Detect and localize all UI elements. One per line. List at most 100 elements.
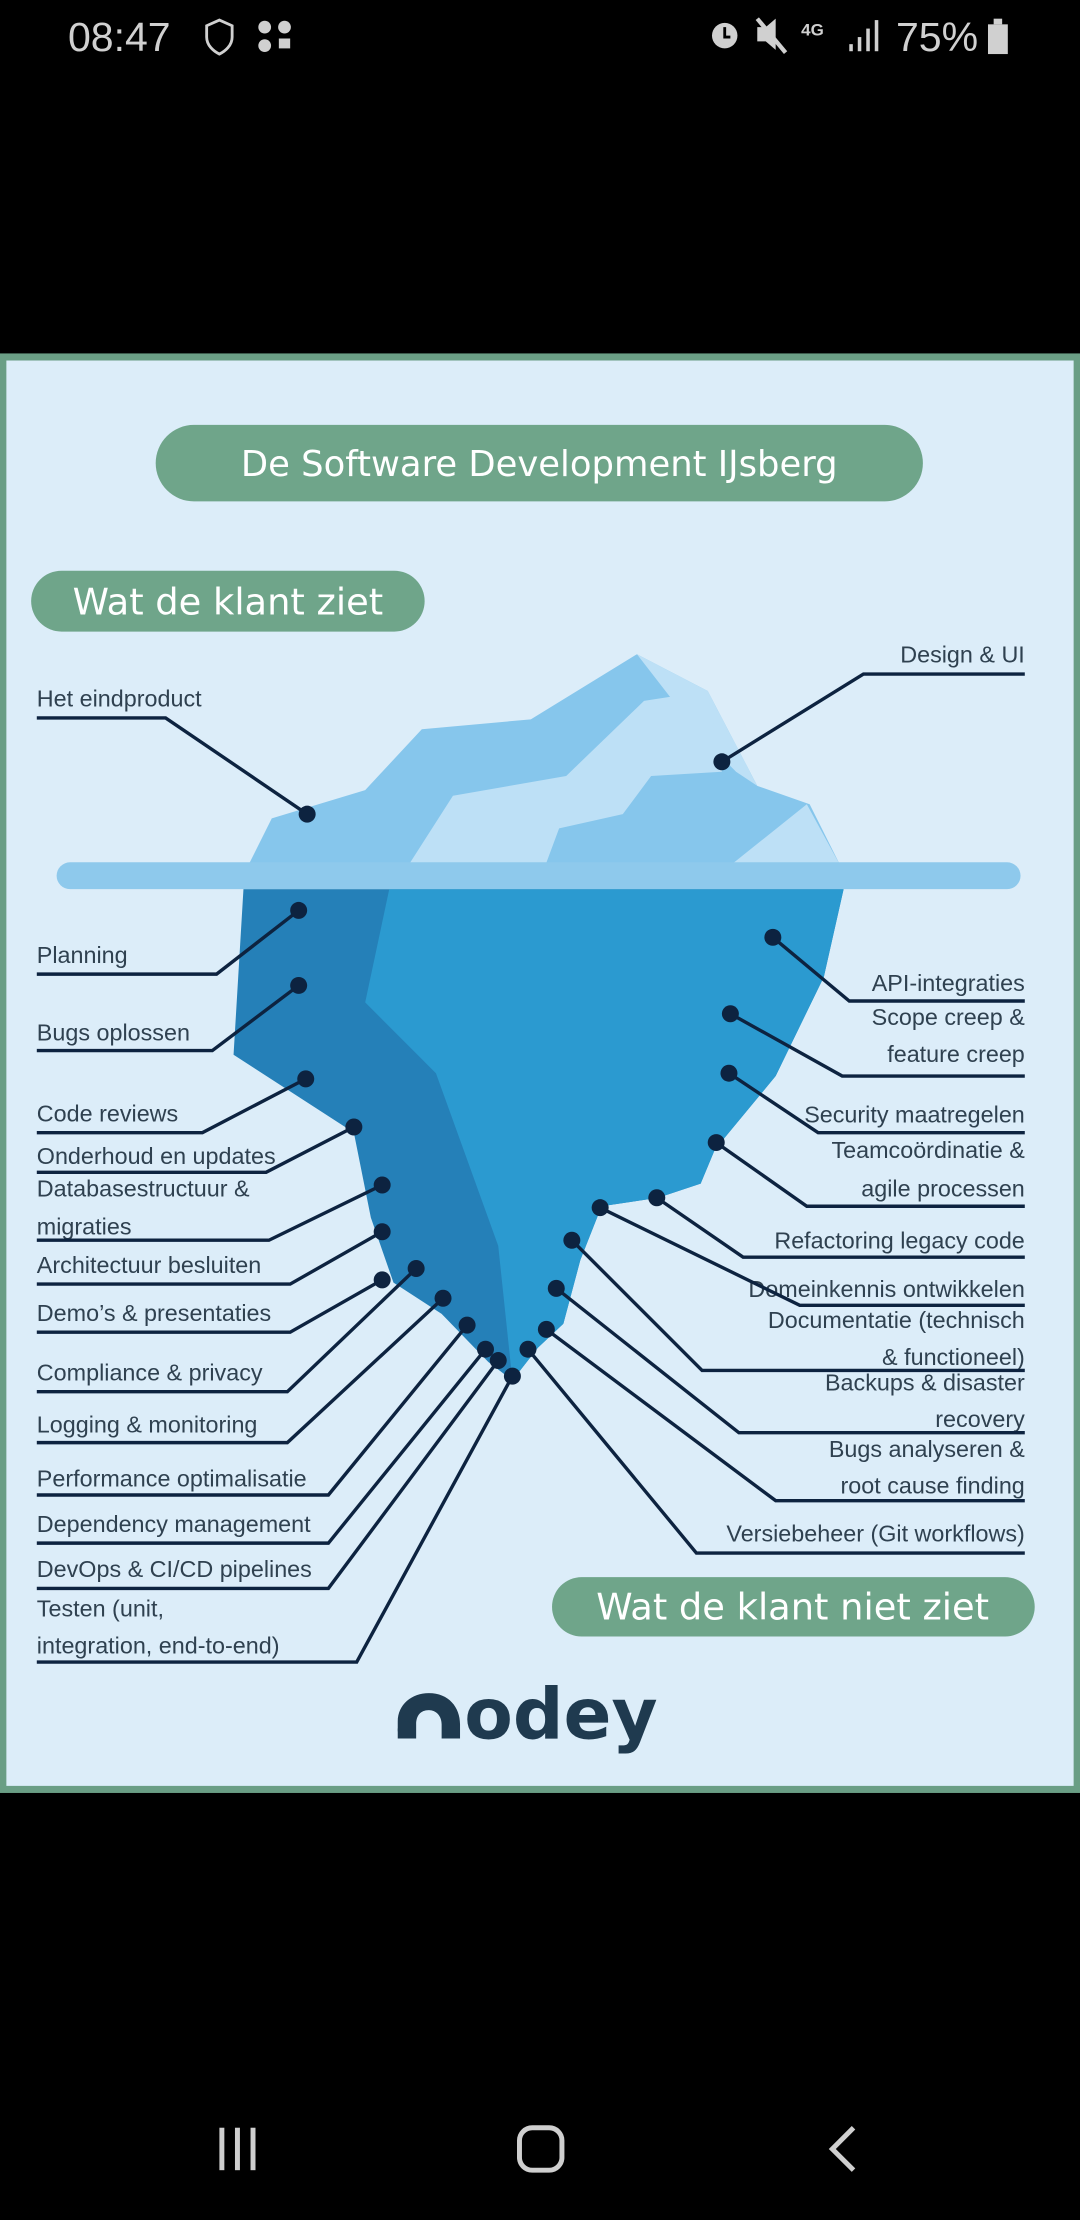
- leader-line: [545, 1328, 1025, 1503]
- waterline: [56, 862, 1021, 890]
- clock: 08:47: [68, 14, 171, 60]
- hidden-pill: Wat de klant niet ziet: [552, 1577, 1035, 1637]
- label-text: Demo’s & presentaties: [37, 1300, 271, 1326]
- leader-line: [36, 1278, 384, 1334]
- home-button[interactable]: [516, 2125, 565, 2173]
- title-pill: De Software Development IJsberg: [155, 424, 923, 502]
- leader-dot: [720, 1064, 738, 1082]
- leader-dot: [764, 928, 782, 946]
- leader-dot: [298, 805, 316, 823]
- label-text: Design & UI: [900, 642, 1025, 668]
- leader-line: [36, 984, 300, 1053]
- leader-dot: [563, 1231, 581, 1249]
- leader-line: [36, 1359, 500, 1591]
- status-bar: 08:47 4G 75%: [68, 14, 1008, 60]
- leader-dot: [345, 1118, 363, 1136]
- leader-line: [36, 1348, 487, 1545]
- leader-line: [36, 1125, 355, 1174]
- right-labels: Design & UI API-integraties Scope creep …: [519, 642, 1026, 1555]
- label-text: Databasestructuur &: [37, 1175, 250, 1201]
- list-item: Demo’s & presentaties: [36, 1271, 391, 1334]
- label-text: Performance optimalisatie: [37, 1466, 307, 1492]
- visible-label: Wat de klant ziet: [73, 581, 384, 624]
- leader-dot: [477, 1340, 494, 1358]
- leader-line: [655, 1196, 1025, 1259]
- leader-dot: [290, 976, 308, 994]
- leader-line: [36, 1297, 445, 1445]
- leader-dot: [297, 1070, 315, 1088]
- list-item: API-integraties: [764, 928, 1025, 1003]
- label-text: integration, end-to-end): [37, 1633, 280, 1659]
- leader-line: [720, 672, 1025, 764]
- list-item: Planning: [36, 901, 308, 976]
- list-item: Security maatregelen: [720, 1064, 1025, 1135]
- list-item: DevOps & CI/CD pipelines: [36, 1352, 507, 1591]
- back-button[interactable]: [828, 2125, 856, 2172]
- list-item: Refactoring legacy code: [648, 1189, 1025, 1259]
- battery-icon: [987, 18, 1008, 55]
- list-item: Testen (unit,integration, end-to-end): [36, 1367, 521, 1664]
- leader-dot: [434, 1289, 452, 1307]
- list-item: Databasestructuur & migraties: [36, 1175, 391, 1242]
- shield-sync-icon: [205, 18, 234, 56]
- label-text: API-integraties: [872, 970, 1025, 996]
- leader-line: [599, 1206, 1025, 1308]
- list-item: Bugs analyseren &root cause finding: [537, 1320, 1025, 1503]
- recents-button[interactable]: [219, 2127, 256, 2171]
- label-text: Backups & disaster: [825, 1369, 1025, 1395]
- leader-dot: [373, 1223, 391, 1241]
- label-text: migraties: [37, 1214, 132, 1240]
- leader-line: [36, 716, 309, 816]
- leader-dot: [290, 901, 308, 919]
- label-text: Refactoring legacy code: [774, 1228, 1024, 1254]
- label-text: Onderhoud en updates: [37, 1143, 276, 1169]
- visible-pill: Wat de klant ziet: [31, 570, 425, 632]
- list-item: Het eindproduct: [36, 686, 316, 823]
- leader-dot: [713, 753, 731, 771]
- leader-line: [36, 909, 300, 976]
- list-item: Compliance & privacy: [36, 1260, 425, 1394]
- leader-line: [36, 1077, 307, 1135]
- leader-dot: [407, 1260, 425, 1278]
- leader-dot: [537, 1320, 555, 1338]
- leader-line: [555, 1287, 1025, 1435]
- leader-dot: [373, 1271, 391, 1289]
- list-item: Scope creep & feature creep: [721, 1004, 1026, 1078]
- list-item: Design & UI: [713, 642, 1025, 771]
- leader-dot: [648, 1189, 666, 1207]
- list-item: Code reviews: [36, 1070, 315, 1135]
- label-text: Scope creep &: [872, 1004, 1026, 1030]
- list-item: Architectuur besluiten: [36, 1223, 391, 1286]
- network-type: 4G: [801, 21, 824, 40]
- leader-line: [570, 1239, 1025, 1373]
- title: De Software Development IJsberg: [241, 444, 838, 485]
- label-text: DevOps & CI/CD pipelines: [37, 1556, 312, 1582]
- label-text: & functioneel): [882, 1344, 1025, 1370]
- label-text: root cause finding: [841, 1473, 1025, 1499]
- label-text: Documentatie (technisch: [768, 1307, 1025, 1333]
- label-text: Security maatregelen: [804, 1102, 1025, 1128]
- label-text: feature creep: [887, 1041, 1025, 1067]
- leader-line: [526, 1348, 1025, 1555]
- signal-icon: [849, 20, 879, 52]
- nodey-logo: odey: [397, 1672, 658, 1755]
- leader-line: [36, 1230, 384, 1286]
- leader-dot: [547, 1279, 565, 1297]
- list-item: Logging & monitoring: [36, 1289, 452, 1445]
- leader-line: [36, 1375, 514, 1664]
- leader-dot: [458, 1316, 476, 1334]
- leader-dot: [373, 1176, 391, 1194]
- list-item: Versiebeheer (Git workflows): [519, 1340, 1025, 1555]
- download-notification-icon: [258, 20, 291, 52]
- label-text: Compliance & privacy: [37, 1359, 263, 1385]
- label-text: Bugs oplossen: [37, 1020, 190, 1046]
- label-text: Versiebeheer (Git workflows): [726, 1521, 1024, 1547]
- leader-dot: [519, 1340, 537, 1358]
- hidden-label: Wat de klant niet ziet: [596, 1586, 989, 1629]
- label-text: Architectuur besluiten: [37, 1252, 261, 1278]
- leader-line: [728, 1071, 1025, 1135]
- leader-dot: [489, 1352, 507, 1370]
- list-item: Bugs oplossen: [36, 976, 308, 1053]
